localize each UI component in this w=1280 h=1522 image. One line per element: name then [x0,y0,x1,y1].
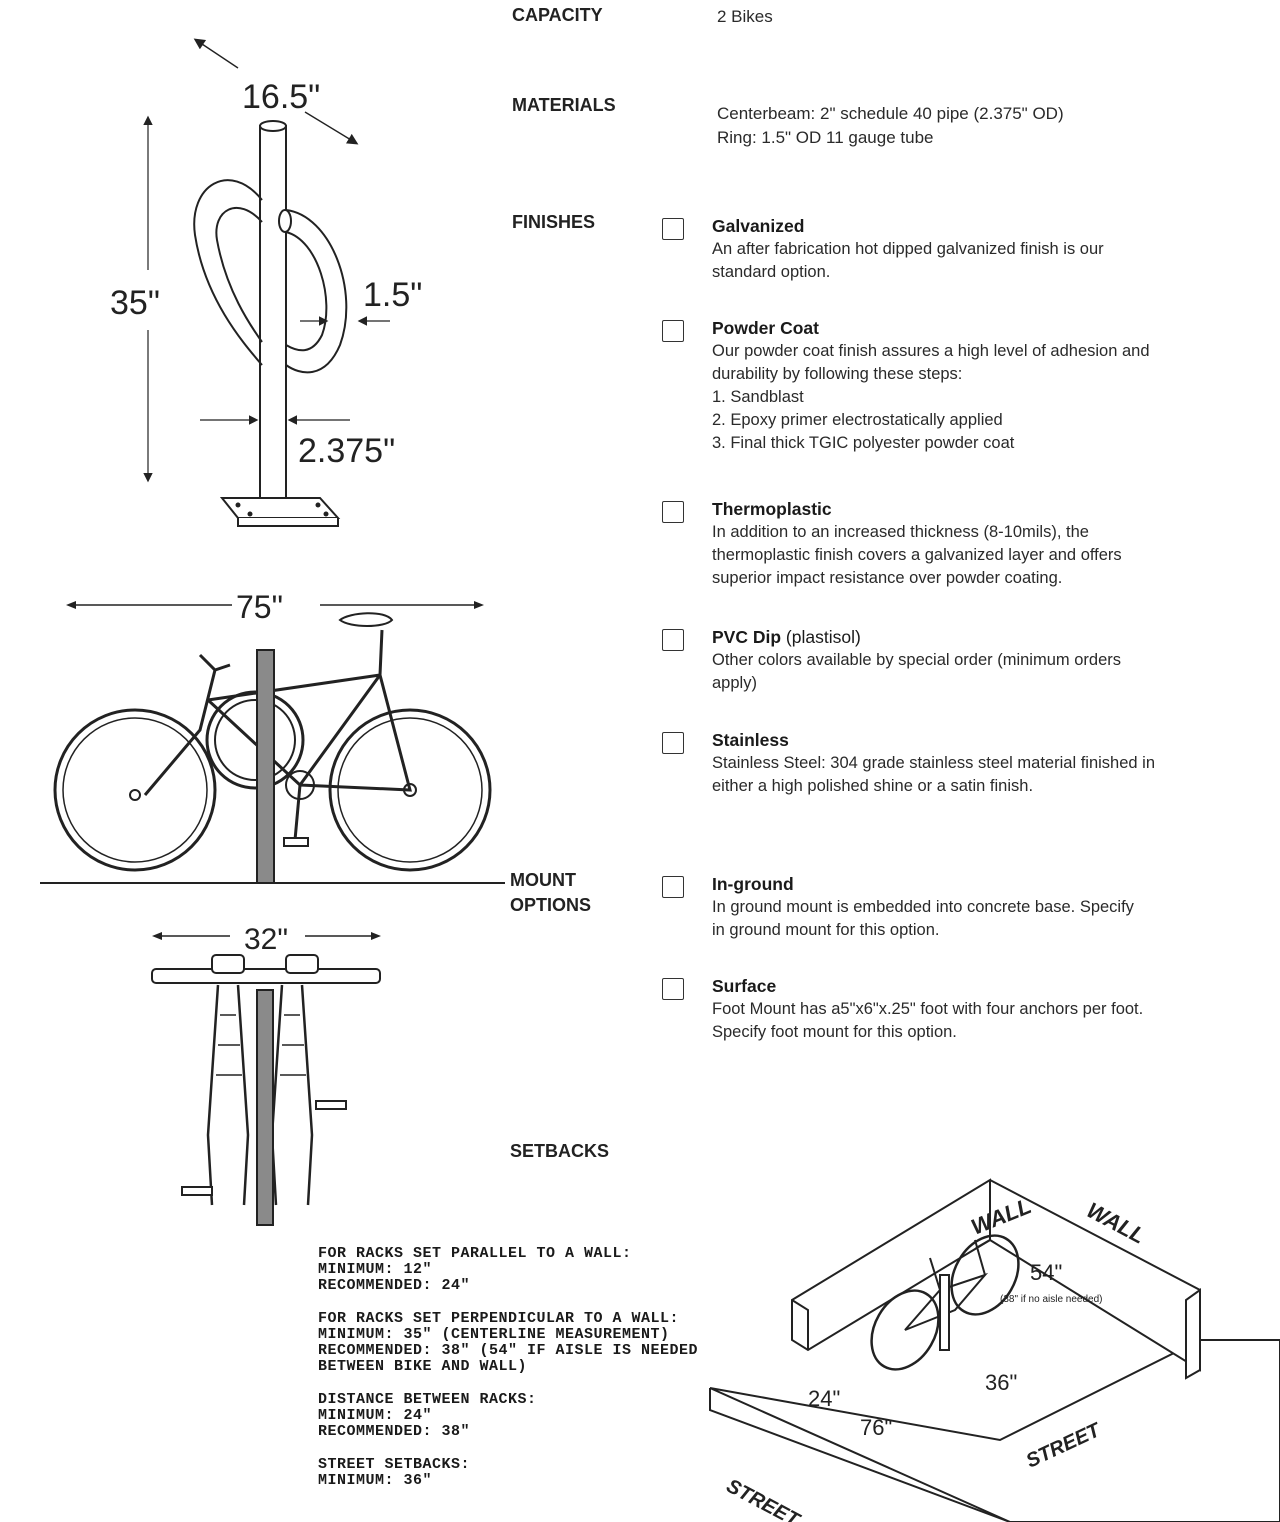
finish-desc-line: In addition to an increased thickness (8… [712,523,1089,541]
setback-line: FOR RACKS SET PERPENDICULAR TO A WALL: [318,1310,680,1327]
finish-desc-line: apply) [712,674,757,692]
in-ground-checkbox[interactable] [662,876,684,898]
pvc-dip-checkbox[interactable] [662,629,684,651]
iso-dimension-36: 36" [985,1370,1017,1395]
materials-value: Centerbeam: 2" schedule 40 pipe (2.375" … [717,102,1064,150]
iso-dimension-24: 24" [808,1386,840,1411]
finish-desc-line: 3. Final thick TGIC polyester powder coa… [712,434,1015,452]
mount-options-label: MOUNT OPTIONS [510,868,591,918]
ring-dimension-label: 1.5" [363,276,422,314]
street-label: STREET [723,1475,805,1522]
finish-title: Stainless [712,730,789,750]
bike-front-view-drawing: 32" [151,923,381,1226]
rack-post-front [256,989,274,1226]
thermoplastic-checkbox[interactable] [662,501,684,523]
finish-desc-line: 1. Sandblast [712,388,804,406]
finish-title: PVC Dip [712,627,782,647]
setback-line: MINIMUM: 24" [318,1407,433,1424]
stainless-checkbox[interactable] [662,732,684,754]
finish-desc-line: superior impact resistance over powder c… [712,569,1063,587]
setback-line: STREET SETBACKS: [318,1456,471,1473]
setback-line: MINIMUM: 36" [318,1472,433,1489]
ground-slab [709,1339,1280,1522]
front-wheel [53,708,217,872]
mount-title: Surface [712,976,777,996]
setback-line: RECOMMENDED: 38" [318,1423,471,1440]
iso-dimension-54: 54" [1030,1260,1062,1285]
base-plate [219,497,341,519]
setback-line: RECOMMENDED: 38" (54" IF AISLE IS NEEDED [318,1342,699,1359]
mount-label-line: OPTIONS [510,895,592,915]
finish-desc-line: An after fabrication hot dipped galvaniz… [712,240,1104,258]
setback-line: MINIMUM: 12" [318,1261,433,1278]
setback-line: BETWEEN BIKE AND WALL) [318,1358,528,1375]
finish-desc-line: either a high polished shine or a satin … [712,777,1034,795]
materials-line: Ring: 1.5" OD 11 gauge tube [717,128,934,147]
width-dimension-label: 16.5" [242,78,320,116]
span-dimension-label: 32" [244,923,288,956]
capacity-value: 2 Bikes [717,7,773,26]
mount-desc-line: Foot Mount has a5"x6"x.25" foot with fou… [712,1000,1144,1018]
finish-title: Galvanized [712,216,805,236]
mount-desc-line: In ground mount is embedded into concret… [712,898,1134,916]
finishes-label: FINISHES [512,212,596,232]
height-dimension-label: 35" [110,284,160,322]
setback-isometric-diagram: WALL WALL 54" (38" if no aisle needed) 2… [709,1178,1280,1522]
length-dimension-label: 75" [236,590,283,625]
width-dimension-line [304,111,359,145]
iso-dimension-54-note: (38" if no aisle needed) [1000,1294,1103,1305]
pipe-top [259,120,287,132]
materials-label: MATERIALS [512,95,616,115]
finish-title: Thermoplastic [712,499,832,519]
back-wall [791,1178,991,1352]
finish-desc-line: standard option. [712,263,831,281]
surface-checkbox[interactable] [662,978,684,1000]
ring-loop [285,209,348,374]
handlebar [151,968,381,984]
finish-desc-line: Stainless Steel: 304 grade stainless ste… [712,754,1155,772]
setback-line: DISTANCE BETWEEN RACKS: [318,1391,537,1408]
mount-title: In-ground [712,874,794,894]
materials-line: Centerbeam: 2" schedule 40 pipe (2.375" … [717,104,1064,123]
iso-dimension-76: 76" [860,1415,892,1440]
setbacks-label: SETBACKS [510,1141,610,1161]
mount-desc-line: in ground mount for this option. [712,921,940,939]
rack-dimension-drawing: 16.5" 35" 1.5" 2.375" [110,38,422,527]
powder-coat-checkbox[interactable] [662,320,684,342]
setback-notes: FOR RACKS SET PARALLEL TO A WALL: MINIMU… [318,1246,758,1506]
setback-line: FOR RACKS SET PARALLEL TO A WALL: [318,1245,632,1262]
center-pipe [259,125,287,511]
finish-desc-line: 2. Epoxy primer electrostatically applie… [712,411,1003,429]
finish-desc-line: thermoplastic finish covers a galvanized… [712,546,1122,564]
capacity-label: CAPACITY [512,5,603,25]
finish-desc-line: durability by following these steps: [712,365,963,383]
mount-label-line: MOUNT [510,870,576,890]
rear-wheel [328,708,492,872]
finish-desc-line: Other colors available by special order … [712,651,1121,669]
mount-desc-line: Specify foot mount for this option. [712,1023,957,1041]
setback-line: RECOMMENDED: 24" [318,1277,471,1294]
finish-title-suffix: (plastisol) [781,627,861,647]
bike-side-view-drawing: 75" [40,590,505,884]
pipe-dimension-label: 2.375" [298,432,395,470]
finish-desc-line: Our powder coat finish assures a high le… [712,342,1150,360]
width-dimension-line [193,38,239,69]
setback-line: MINIMUM: 35" (CENTERLINE MEASUREMENT) [318,1326,670,1343]
rack-post [256,649,275,884]
galvanized-checkbox[interactable] [662,218,684,240]
finish-title: Powder Coat [712,318,819,338]
